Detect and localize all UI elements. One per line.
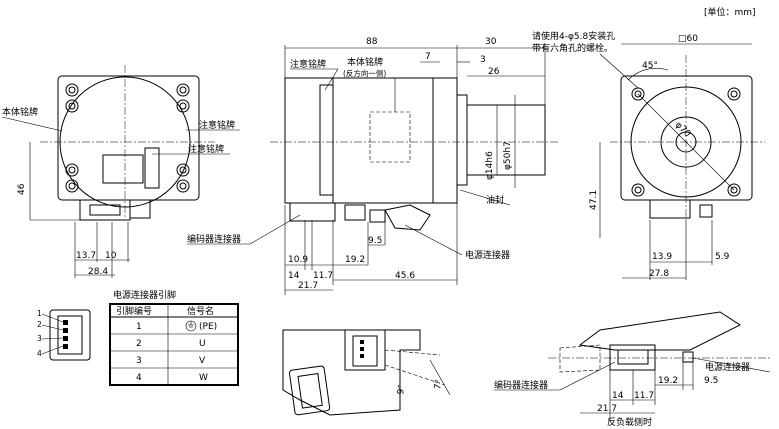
side-dim-7: 7 bbox=[425, 52, 431, 62]
anti-dim-21-7: 21.7 bbox=[597, 404, 617, 414]
front-view: 46 13.7 10 28.4 本体铭牌 注意铭牌 注意铭牌 bbox=[1, 65, 240, 278]
front-label-caution-1: 注意铭牌 bbox=[199, 119, 235, 131]
side-dim-88: 88 bbox=[366, 37, 378, 47]
side-shaft bbox=[466, 104, 546, 176]
rear-dim-square: □60 bbox=[678, 34, 698, 44]
side-dim-shaft-dia: φ14h6 bbox=[485, 151, 495, 180]
pin-table bbox=[109, 303, 239, 386]
side-dim-spigot: φ50h7 bbox=[503, 141, 513, 170]
connector-pin-2: 2 bbox=[37, 320, 42, 329]
side-dim-9-5: 9.5 bbox=[368, 236, 382, 246]
front-label-caution-2: 注意铭牌 bbox=[188, 143, 224, 155]
rear-note-line1: 请使用4-φ5.8安装孔 bbox=[532, 30, 615, 42]
front-nameplate bbox=[102, 154, 144, 184]
anti-dim-19-2: 19.2 bbox=[658, 376, 678, 386]
pin-row-2-pin: 2 bbox=[136, 339, 142, 349]
rear-dim-pcd: φ70 bbox=[673, 120, 693, 140]
connector-detail-view: 9° 7° bbox=[282, 329, 451, 416]
rear-dim-27-8: 27.8 bbox=[649, 269, 669, 279]
pin-table-title: 电源连接器引脚 bbox=[113, 289, 176, 301]
pin-table-section: 电源连接器引脚 引脚编号 信号名 1 (PE) 2 U 3 V 4 W 1 2 … bbox=[37, 289, 239, 386]
anti-label-power: 电源连接器 bbox=[705, 361, 750, 373]
side-label-body-nameplate: 本体铭牌 bbox=[347, 56, 383, 68]
side-view: 88 30 7 3 26 φ50h7 φ14h6 10.9 14 11.7 21… bbox=[187, 37, 560, 295]
side-nameplate-outline bbox=[369, 111, 411, 163]
rear-note-line2: 带有六角孔的螺栓。 bbox=[532, 42, 613, 54]
side-dim-10-9: 10.9 bbox=[288, 255, 308, 265]
side-dim-45-6: 45.6 bbox=[395, 271, 415, 281]
unit-note: [单位：mm] bbox=[704, 6, 756, 18]
anti-dim-9-5: 9.5 bbox=[704, 376, 718, 386]
anti-dim-14: 14 bbox=[612, 391, 624, 401]
side-dim-3: 3 bbox=[480, 55, 486, 65]
rear-dim-angle: 45° bbox=[642, 61, 658, 71]
anti-label-side: 反负载侧时 bbox=[607, 416, 652, 428]
pin-table-header-signal: 信号名 bbox=[187, 305, 214, 317]
pin-row-3-pin: 3 bbox=[136, 356, 142, 366]
side-label-oil-seal: 油封 bbox=[486, 194, 504, 206]
side-label-caution: 注意铭牌 bbox=[290, 58, 326, 70]
front-caution-plate bbox=[144, 147, 160, 189]
connector-pin-3: 3 bbox=[37, 334, 42, 343]
side-dim-21-7: 21.7 bbox=[298, 281, 318, 291]
corner-bolt-icon bbox=[65, 83, 190, 193]
side-label-power: 电源连接器 bbox=[465, 249, 510, 261]
pin-row-3-signal: V bbox=[199, 356, 206, 366]
side-body bbox=[284, 77, 434, 204]
pin-row-4-pin: 4 bbox=[136, 373, 142, 383]
side-label-encoder: 编码器连接器 bbox=[187, 233, 241, 245]
pin-row-4-signal: W bbox=[199, 373, 208, 383]
mounting-hole-icon bbox=[631, 87, 741, 197]
side-dim-11-7: 11.7 bbox=[313, 271, 333, 281]
pin-row-1-pin: 1 bbox=[136, 322, 142, 332]
detail-angle-9: 9° bbox=[396, 384, 408, 396]
front-dim-28-4: 28.4 bbox=[88, 267, 108, 277]
rear-dim-13-9: 13.9 bbox=[652, 252, 672, 262]
front-label-body-nameplate: 本体铭牌 bbox=[2, 106, 38, 118]
pin-row-1-signal: (PE) bbox=[199, 322, 217, 332]
rear-dim-47-1: 47.1 bbox=[589, 190, 599, 210]
connector-pin-1: 1 bbox=[37, 309, 42, 318]
side-dim-30: 30 bbox=[485, 37, 497, 47]
pin-row-2-signal: U bbox=[199, 339, 206, 349]
anti-load-view: 14 11.7 19.2 9.5 21.7 编码器连接器 电源连接器 反负载侧时 bbox=[494, 311, 771, 428]
side-label-opposite: (反方向一侧) bbox=[343, 68, 386, 78]
pin-table-header-pin: 引脚编号 bbox=[116, 305, 152, 317]
anti-label-encoder: 编码器连接器 bbox=[494, 379, 548, 391]
anti-dim-11-7: 11.7 bbox=[634, 391, 654, 401]
detail-angle-7: 7° bbox=[433, 379, 445, 391]
side-dim-19-2: 19.2 bbox=[345, 255, 365, 265]
side-dim-14: 14 bbox=[288, 271, 300, 281]
connector-pin-4: 4 bbox=[37, 349, 42, 358]
front-dim-height: 46 bbox=[17, 183, 27, 195]
front-housing bbox=[57, 75, 200, 201]
rear-dim-5-9: 5.9 bbox=[715, 252, 730, 262]
side-dim-26: 26 bbox=[488, 67, 500, 77]
rear-view: 请使用4-φ5.8安装孔 带有六角孔的螺栓。 □60 45° φ70 47.1 … bbox=[532, 30, 765, 280]
power-connector-face-icon bbox=[49, 309, 91, 361]
front-dim-10: 10 bbox=[105, 251, 117, 261]
front-dim-13-7: 13.7 bbox=[76, 251, 96, 261]
side-flange bbox=[432, 77, 458, 204]
